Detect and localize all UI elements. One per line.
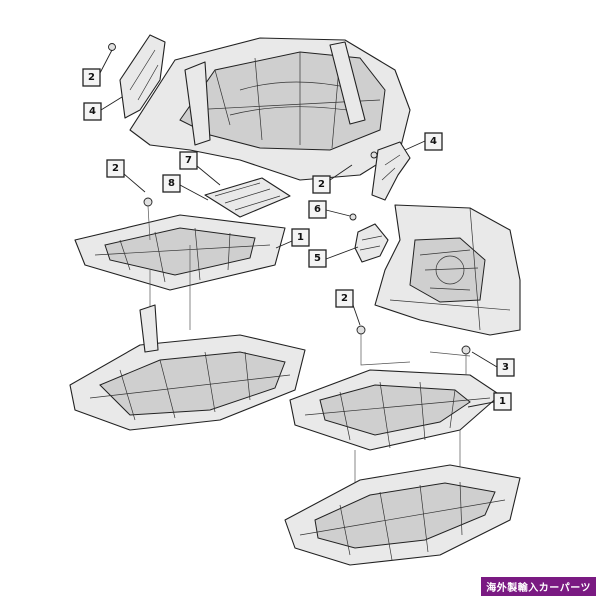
pillar-trim-left bbox=[119, 34, 166, 119]
floor-pan-bottom-right bbox=[284, 464, 521, 566]
svg-text:8: 8 bbox=[168, 178, 175, 189]
pillar-trim-right bbox=[371, 141, 411, 201]
callout-1-upper: 1 bbox=[291, 228, 310, 247]
callout-top-2: 2 bbox=[82, 68, 101, 87]
callout-right-4: 4 bbox=[424, 132, 443, 151]
callout-right-2: 2 bbox=[312, 175, 331, 194]
svg-text:1: 1 bbox=[499, 396, 506, 407]
callout-top-4: 4 bbox=[83, 102, 102, 121]
svg-text:3: 3 bbox=[502, 362, 509, 373]
callout-6: 6 bbox=[308, 200, 327, 219]
car-body-interior bbox=[129, 37, 411, 181]
clip-right bbox=[370, 151, 378, 159]
floor-pan-middle-right bbox=[289, 369, 501, 451]
plug-middle-right bbox=[461, 345, 471, 355]
svg-text:4: 4 bbox=[430, 136, 437, 147]
watermark-badge: 海外製輸入カーパーツ bbox=[481, 577, 596, 596]
screw-part-6 bbox=[349, 213, 357, 221]
floor-mat bbox=[204, 177, 291, 218]
svg-text:2: 2 bbox=[318, 179, 325, 190]
clip-top-left bbox=[108, 43, 116, 51]
callout-3: 3 bbox=[496, 358, 515, 377]
callout-1-lower: 1 bbox=[493, 392, 512, 411]
callout-8: 8 bbox=[162, 174, 181, 193]
plug-middle-left bbox=[356, 325, 366, 335]
quarter-panel bbox=[374, 204, 521, 336]
svg-text:2: 2 bbox=[88, 72, 95, 83]
bracket-part-5 bbox=[354, 223, 389, 263]
plug-left-upper bbox=[143, 197, 153, 207]
callout-7: 7 bbox=[179, 151, 198, 170]
callout-left-2: 2 bbox=[106, 159, 125, 178]
svg-text:2: 2 bbox=[112, 163, 119, 174]
callout-mid-2: 2 bbox=[335, 289, 354, 308]
svg-text:4: 4 bbox=[89, 106, 96, 117]
callout-5: 5 bbox=[308, 249, 327, 268]
svg-text:1: 1 bbox=[297, 232, 304, 243]
svg-text:2: 2 bbox=[341, 293, 348, 304]
floor-pan-upper-left bbox=[74, 214, 286, 291]
floor-pan-lower-left bbox=[69, 304, 306, 431]
svg-text:6: 6 bbox=[314, 204, 321, 215]
svg-text:5: 5 bbox=[314, 253, 321, 264]
leader-lines bbox=[99, 49, 498, 408]
svg-text:7: 7 bbox=[185, 155, 192, 166]
